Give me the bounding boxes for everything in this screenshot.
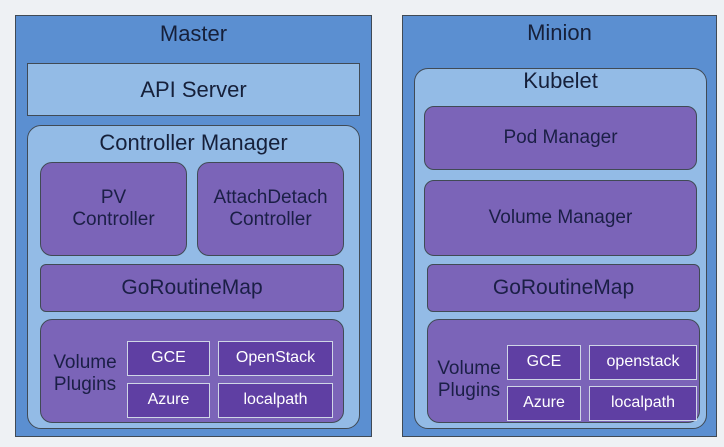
minion-volume-plugins-label-line1: Volume bbox=[437, 358, 501, 380]
master-plugin-localpath: localpath bbox=[218, 383, 333, 418]
master-plugin-gce: GCE bbox=[127, 341, 210, 376]
pv-controller-label-line1: PV bbox=[100, 187, 127, 209]
pv-controller-label-line2: Controller bbox=[72, 209, 155, 230]
master-title: Master bbox=[159, 21, 228, 46]
master-goroutinemap-label: GoRoutineMap bbox=[121, 275, 263, 299]
master-volume-plugins-label-line2: Plugins bbox=[53, 374, 117, 395]
api-server-label: API Server bbox=[140, 76, 247, 102]
master-volume-plugins-label-line1: Volume bbox=[53, 352, 117, 374]
master-goroutinemap-box: GoRoutineMap bbox=[40, 264, 344, 312]
minion-plugin-gce: GCE bbox=[507, 345, 581, 380]
minion-plugin-openstack: openstack bbox=[589, 345, 697, 380]
minion-goroutinemap-box: GoRoutineMap bbox=[427, 264, 700, 312]
minion-plugin-localpath: localpath bbox=[589, 386, 697, 421]
pv-controller-box: PV Controller bbox=[40, 162, 187, 256]
kubelet-title: Kubelet bbox=[523, 68, 598, 93]
attach-detach-label-line2: Controller bbox=[229, 209, 312, 230]
attach-detach-controller-box: AttachDetach Controller bbox=[197, 162, 344, 256]
pod-manager-label: Pod Manager bbox=[503, 127, 618, 149]
minion-volume-plugins-label-line2: Plugins bbox=[437, 380, 501, 401]
attach-detach-label-line1: AttachDetach bbox=[213, 187, 328, 209]
volume-manager-label: Volume Manager bbox=[488, 207, 633, 229]
master-plugin-azure: Azure bbox=[127, 383, 210, 418]
minion-goroutinemap-label: GoRoutineMap bbox=[492, 275, 635, 299]
pod-manager-box: Pod Manager bbox=[424, 106, 697, 170]
minion-volume-plugins-label: Volume Plugins bbox=[431, 352, 507, 408]
minion-title: Minion bbox=[527, 20, 592, 45]
controller-manager-title: Controller Manager bbox=[99, 130, 288, 155]
master-volume-plugins-label: Volume Plugins bbox=[44, 346, 126, 402]
volume-manager-box: Volume Manager bbox=[424, 180, 697, 256]
master-plugin-openstack: OpenStack bbox=[218, 341, 333, 376]
api-server-box: API Server bbox=[27, 63, 360, 116]
minion-plugin-azure: Azure bbox=[507, 386, 581, 421]
